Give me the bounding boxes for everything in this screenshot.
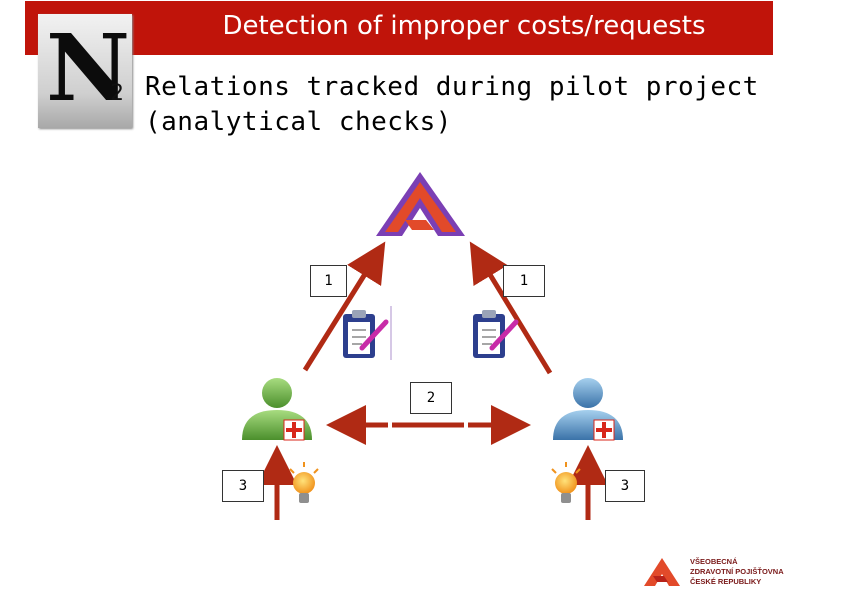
lightbulb-icon [551, 462, 581, 503]
doctor-icon [242, 378, 312, 441]
insurer-logo-icon [376, 172, 465, 236]
logo-letter: N [46, 14, 131, 122]
insurer-name-line2: ZDRAVOTNÍ POJIŠŤOVNA [690, 567, 784, 576]
insurer-small-logo-icon [644, 558, 680, 586]
lightbulb-icon [289, 462, 319, 503]
relation-label-right: 1 [503, 265, 545, 297]
relation-label-bottom-left: 3 [222, 470, 264, 502]
doctor-icon [553, 378, 623, 441]
arrow-right-up [469, 241, 553, 375]
arrow-left-up [302, 241, 386, 372]
relation-label-bottom-right: 3 [605, 470, 645, 502]
n2-logo-icon: N 2 [38, 14, 132, 128]
slide-title: Detection of improper costs/requests [222, 11, 706, 41]
relation-label-middle: 2 [410, 382, 452, 414]
title-bar: Detection of improper costs/requests [25, 1, 773, 55]
insurer-name-line3: ČESKÉ REPUBLIKY [690, 577, 762, 586]
insurer-name: VŠEOBECNÁ ZDRAVOTNÍ POJIŠŤOVNA ČESKÉ REP… [690, 557, 784, 587]
relation-label-left: 1 [310, 265, 347, 297]
logo-subscript: 2 [110, 81, 124, 106]
subtitle: Relations tracked during pilot project (… [145, 70, 759, 140]
subtitle-line2: (analytical checks) [145, 107, 452, 137]
insurer-name-line1: VŠEOBECNÁ [690, 557, 738, 566]
subtitle-line1: Relations tracked during pilot project [145, 72, 759, 102]
clipboard-icon [473, 310, 519, 358]
clipboard-icon [343, 306, 392, 360]
